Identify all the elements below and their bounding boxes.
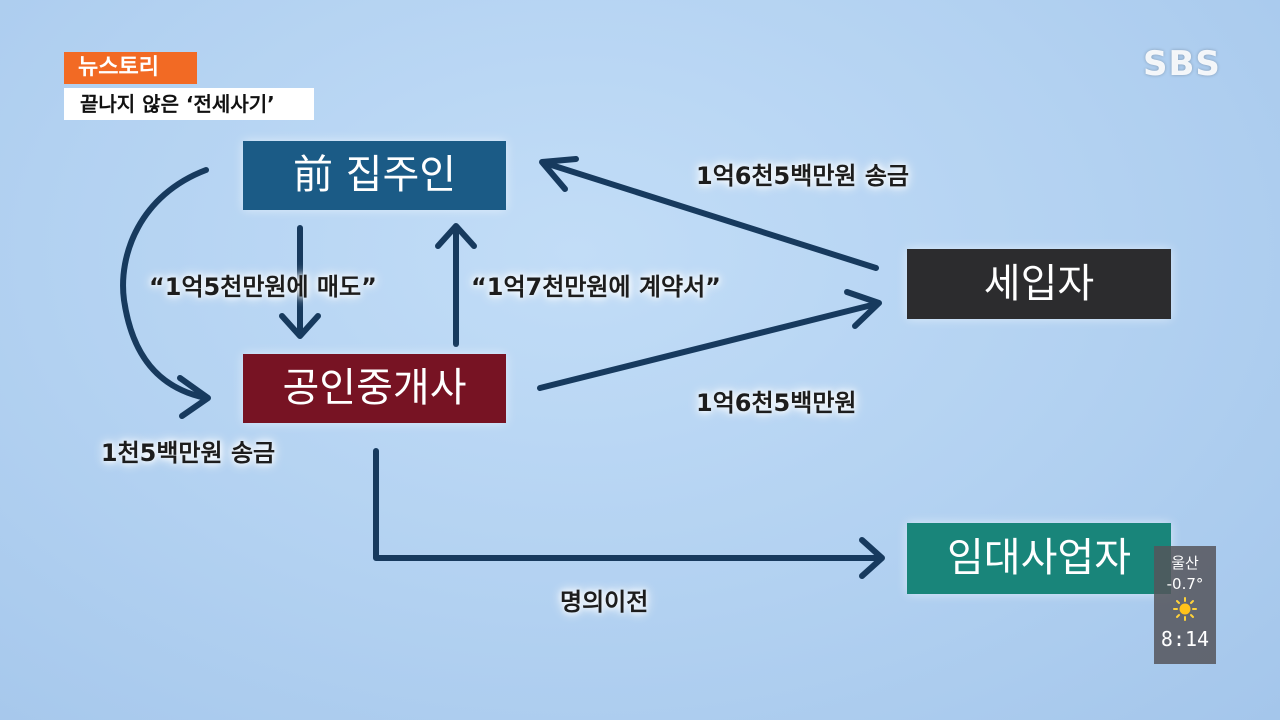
- news-badge: 뉴스토리: [64, 52, 197, 84]
- edge-label-transfer: 명의이전: [560, 588, 649, 616]
- node-tenant: 세입자: [907, 249, 1171, 319]
- clock-time: 8:14: [1160, 627, 1210, 651]
- arrow-agent-to-lessor: [373, 448, 881, 561]
- arrow-landlord-to-agent-curve: [120, 167, 209, 401]
- edge-label-remit-left: 1천5백만원 송금: [100, 439, 276, 467]
- weather-widget: 울산 -0.7° 8:14: [1154, 546, 1216, 664]
- node-rental-business-label: 임대사업자: [947, 535, 1131, 581]
- weather-temp: -0.7°: [1166, 575, 1204, 593]
- node-real-estate-agent-label: 공인중개사: [282, 365, 467, 411]
- edge-label-sale: “1억5천만원에 매도”: [149, 273, 377, 301]
- node-rental-business: 임대사업자: [907, 523, 1171, 594]
- edge-label-contract: “1억7천만원에 계약서”: [471, 273, 721, 301]
- node-former-landlord-label: 前 집주인: [292, 152, 457, 198]
- weather-city: 울산: [1171, 554, 1199, 572]
- node-tenant-label: 세입자: [983, 261, 1095, 307]
- edge-label-remit-mid: 1억6천5백만원: [696, 389, 857, 417]
- arrow-agent-to-tenant: [537, 301, 879, 391]
- arrow-tenant-to-landlord: [542, 160, 879, 271]
- node-former-landlord: 前 집주인: [243, 141, 506, 210]
- sun-icon: [1170, 597, 1200, 621]
- node-real-estate-agent: 공인중개사: [243, 354, 506, 423]
- news-subtitle: 끝나지 않은 ‘전세사기’: [64, 88, 314, 120]
- sbs-logo: SBS: [1143, 44, 1221, 84]
- edge-label-remit-top: 1억6천5백만원 송금: [696, 162, 910, 190]
